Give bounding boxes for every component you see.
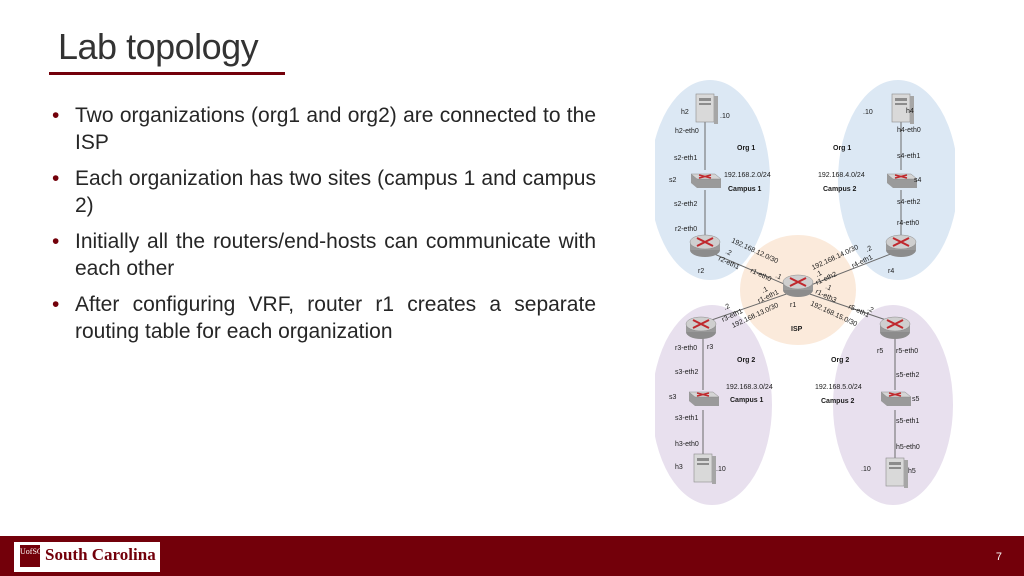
r1-router-icon <box>782 274 814 298</box>
r2-dot2: .2 <box>724 248 732 257</box>
h3-label: h3 <box>675 464 683 471</box>
bullet-text: Each organization has two sites (campus … <box>75 167 596 217</box>
bullet-item: • Each organization has two sites (campus… <box>48 165 596 219</box>
s2-eth1-label: s2-eth1 <box>674 155 697 162</box>
r1-dot1-d: .1 <box>824 283 832 292</box>
s4-eth1-label: s4-eth1 <box>897 153 920 160</box>
tl-campus-label: Campus 1 <box>728 186 762 193</box>
title-underline <box>49 72 285 75</box>
h5-eth0-label: h5-eth0 <box>896 444 920 451</box>
r5-eth1-label: r5-eth1 <box>847 303 870 319</box>
r4-label: r4 <box>888 268 894 275</box>
h2-server-icon <box>695 93 719 125</box>
isp-label: ISP <box>791 326 803 333</box>
h3-eth0-label: h3-eth0 <box>675 441 699 448</box>
h4-label: h4 <box>906 108 914 115</box>
s2-label: s2 <box>669 177 677 184</box>
r3-router-icon <box>685 316 717 340</box>
h5-server-icon <box>885 457 909 489</box>
bullet-item: • After configuring VRF, router r1 create… <box>48 291 596 345</box>
s2-switch-icon <box>690 173 722 189</box>
slide-title: Lab topology <box>58 26 259 67</box>
s4-eth2-label: s4-eth2 <box>897 199 920 206</box>
bullet-marker: • <box>52 230 60 253</box>
bullet-marker: • <box>52 167 60 190</box>
r3-dot2: .2 <box>723 303 731 312</box>
bullet-text: Initially all the routers/end-hosts can … <box>75 230 596 280</box>
h5-label: h5 <box>908 468 916 475</box>
s4-label: s4 <box>914 177 922 184</box>
r2-router-icon <box>689 234 721 258</box>
logo-text: South Carolina <box>45 545 156 564</box>
topology-diagram: h2 .10 h2-eth0 s2-eth1 s2 s2-eth2 r2-eth… <box>655 80 955 505</box>
br-org-label: Org 2 <box>831 357 849 364</box>
h3-ip: .10 <box>716 466 726 473</box>
bl-campus-label: Campus 1 <box>730 397 764 404</box>
h2-ip: .10 <box>720 113 730 120</box>
r3-eth0-label: r3-eth0 <box>675 345 697 352</box>
br-campus-label: Campus 2 <box>821 398 855 405</box>
r3-label: r3 <box>707 344 713 351</box>
h2-eth0-label: h2-eth0 <box>675 128 699 135</box>
s2-eth2-label: s2-eth2 <box>674 201 697 208</box>
r1-dot1-a: .1 <box>774 272 782 281</box>
tr-campus-label: Campus 2 <box>823 186 857 193</box>
s3-eth2-label: s3-eth2 <box>675 369 698 376</box>
s4-switch-icon <box>886 173 918 189</box>
bullet-item: • Initially all the routers/end-hosts can… <box>48 228 596 282</box>
tr-subnet-label: 192.168.4.0/24 <box>818 172 865 179</box>
r4-eth0-label: r4-eth0 <box>897 220 919 227</box>
bullet-marker: • <box>52 104 60 127</box>
bl-subnet-label: 192.168.3.0/24 <box>726 384 773 391</box>
s3-label: s3 <box>669 394 677 401</box>
br-subnet-label: 192.168.5.0/24 <box>815 384 862 391</box>
bullet-text: After configuring VRF, router r1 creates… <box>75 293 596 343</box>
links <box>702 118 902 465</box>
bullet-list: • Two organizations (org1 and org2) are c… <box>48 102 596 354</box>
page-number: 7 <box>995 551 1002 563</box>
r2-eth0-label: r2-eth0 <box>675 226 697 233</box>
h4-ip: .10 <box>863 109 873 116</box>
s5-label: s5 <box>912 396 920 403</box>
logo-seal-text: UofSC <box>20 547 43 556</box>
bullet-marker: • <box>52 293 60 316</box>
footer-bar <box>0 536 1024 576</box>
tl-subnet-label: 192.168.2.0/24 <box>724 172 771 179</box>
h2-label: h2 <box>681 109 689 116</box>
r5-label: r5 <box>877 348 883 355</box>
r4-dot2: .2 <box>865 245 873 254</box>
h5-ip: .10 <box>861 466 871 473</box>
r1-label: r1 <box>790 302 796 309</box>
logo-seal-icon: UofSC <box>20 545 43 567</box>
s5-eth1-label: s5-eth1 <box>896 418 919 425</box>
s5-eth2-label: s5-eth2 <box>896 372 919 379</box>
r4-router-icon <box>885 234 917 258</box>
s3-switch-icon <box>688 391 720 407</box>
r2-label: r2 <box>698 268 704 275</box>
s5-switch-icon <box>880 391 912 407</box>
h3-server-icon <box>693 453 717 485</box>
bl-org-label: Org 2 <box>737 357 755 364</box>
bullet-item: • Two organizations (org1 and org2) are c… <box>48 102 596 156</box>
s3-eth1-label: s3-eth1 <box>675 415 698 422</box>
bullet-text: Two organizations (org1 and org2) are co… <box>75 104 596 154</box>
tl-org-label: Org 1 <box>737 145 755 152</box>
r1-dot1-b: .1 <box>815 270 823 279</box>
r5-eth0-label: r5-eth0 <box>896 348 918 355</box>
r5-dot2: .2 <box>866 305 874 314</box>
r5-router-icon <box>879 316 911 340</box>
tr-org-label: Org 1 <box>833 145 851 152</box>
h4-eth0-label: h4-eth0 <box>897 127 921 134</box>
r1-dot1-c: .1 <box>761 286 769 295</box>
